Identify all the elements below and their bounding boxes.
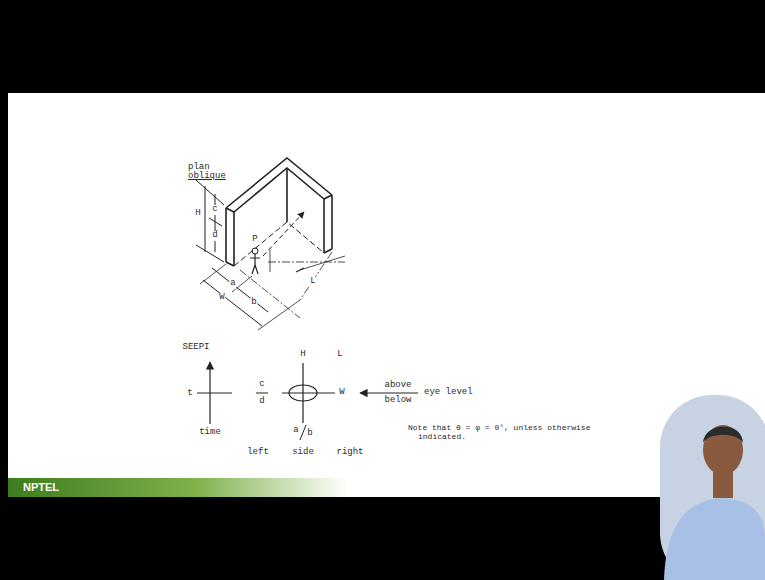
wall-cap <box>226 208 234 212</box>
axis-label: W <box>338 388 345 398</box>
floor-line <box>234 222 324 266</box>
person-figure <box>250 254 260 274</box>
footer-bar <box>8 478 348 497</box>
slide-ground <box>8 93 765 497</box>
wall-cap <box>324 195 332 199</box>
speaker-hair <box>703 426 743 443</box>
fraction-slash <box>300 425 306 440</box>
fraction-label: above <box>383 381 412 391</box>
dimension-label: H <box>194 209 201 219</box>
speaker-shirt <box>664 498 765 580</box>
fraction-label: a <box>292 426 299 436</box>
axis-label: L <box>336 350 343 360</box>
dimension-label: b <box>250 298 257 308</box>
fraction-label: b <box>306 429 313 439</box>
side-label: right <box>335 448 364 458</box>
plan-line <box>300 252 332 300</box>
dimension-line <box>205 186 206 252</box>
note-text: Note that θ = φ = 0°, unless otherwise i… <box>408 424 607 442</box>
wall-edge <box>225 208 227 262</box>
wall-edge <box>323 199 325 253</box>
eye-marker <box>270 250 271 272</box>
dimension-line <box>300 256 345 270</box>
person-head <box>252 248 258 254</box>
speaker-video <box>660 395 765 580</box>
wall-top-inner <box>234 168 324 212</box>
wall-top-outer <box>226 158 332 208</box>
fraction-label: c <box>258 380 265 390</box>
side-label: side <box>291 448 315 458</box>
plan-line <box>240 270 300 318</box>
wall-edge <box>331 195 333 249</box>
wall-corner <box>286 168 288 222</box>
dimension-line <box>203 280 262 326</box>
speaker-neck <box>713 472 733 498</box>
wall-cap <box>324 249 332 253</box>
dimension-label: d <box>211 231 218 241</box>
extension-line <box>258 300 300 330</box>
notation-title: SEEPI <box>181 343 210 353</box>
eye-level-arrow <box>360 392 418 393</box>
axis-label: t <box>186 389 193 399</box>
dimension-label: W <box>218 293 225 303</box>
axis-label: H <box>299 350 306 360</box>
horizontal-axis <box>282 392 335 393</box>
time-axis <box>197 392 232 393</box>
axis-label: time <box>198 428 222 438</box>
dimension-line <box>212 268 268 312</box>
fraction-bar <box>256 393 268 394</box>
view-direction-arrow <box>263 212 304 256</box>
eye-level-tick <box>209 218 222 226</box>
dimension-label: c <box>211 205 218 215</box>
fraction-label: below <box>383 396 412 406</box>
wall-cap <box>226 262 234 266</box>
wall-edge <box>233 212 235 266</box>
centre-line <box>268 262 345 263</box>
point-label: P <box>251 235 258 245</box>
dimension-label: L <box>309 277 316 287</box>
view-type: oblique <box>187 172 227 182</box>
fraction-label: d <box>258 397 265 407</box>
dimension-tick <box>296 268 304 272</box>
extension-line <box>200 264 226 284</box>
extension-line <box>196 245 224 262</box>
footer-logo: NPTEL <box>22 481 60 493</box>
view-ellipse <box>289 385 317 401</box>
axis-label: eye level <box>423 388 474 398</box>
speaker-head <box>703 425 743 475</box>
dimension-line <box>215 194 216 252</box>
side-label: left <box>246 448 270 458</box>
extension-line <box>196 180 224 205</box>
dimension-label: a <box>229 279 236 289</box>
